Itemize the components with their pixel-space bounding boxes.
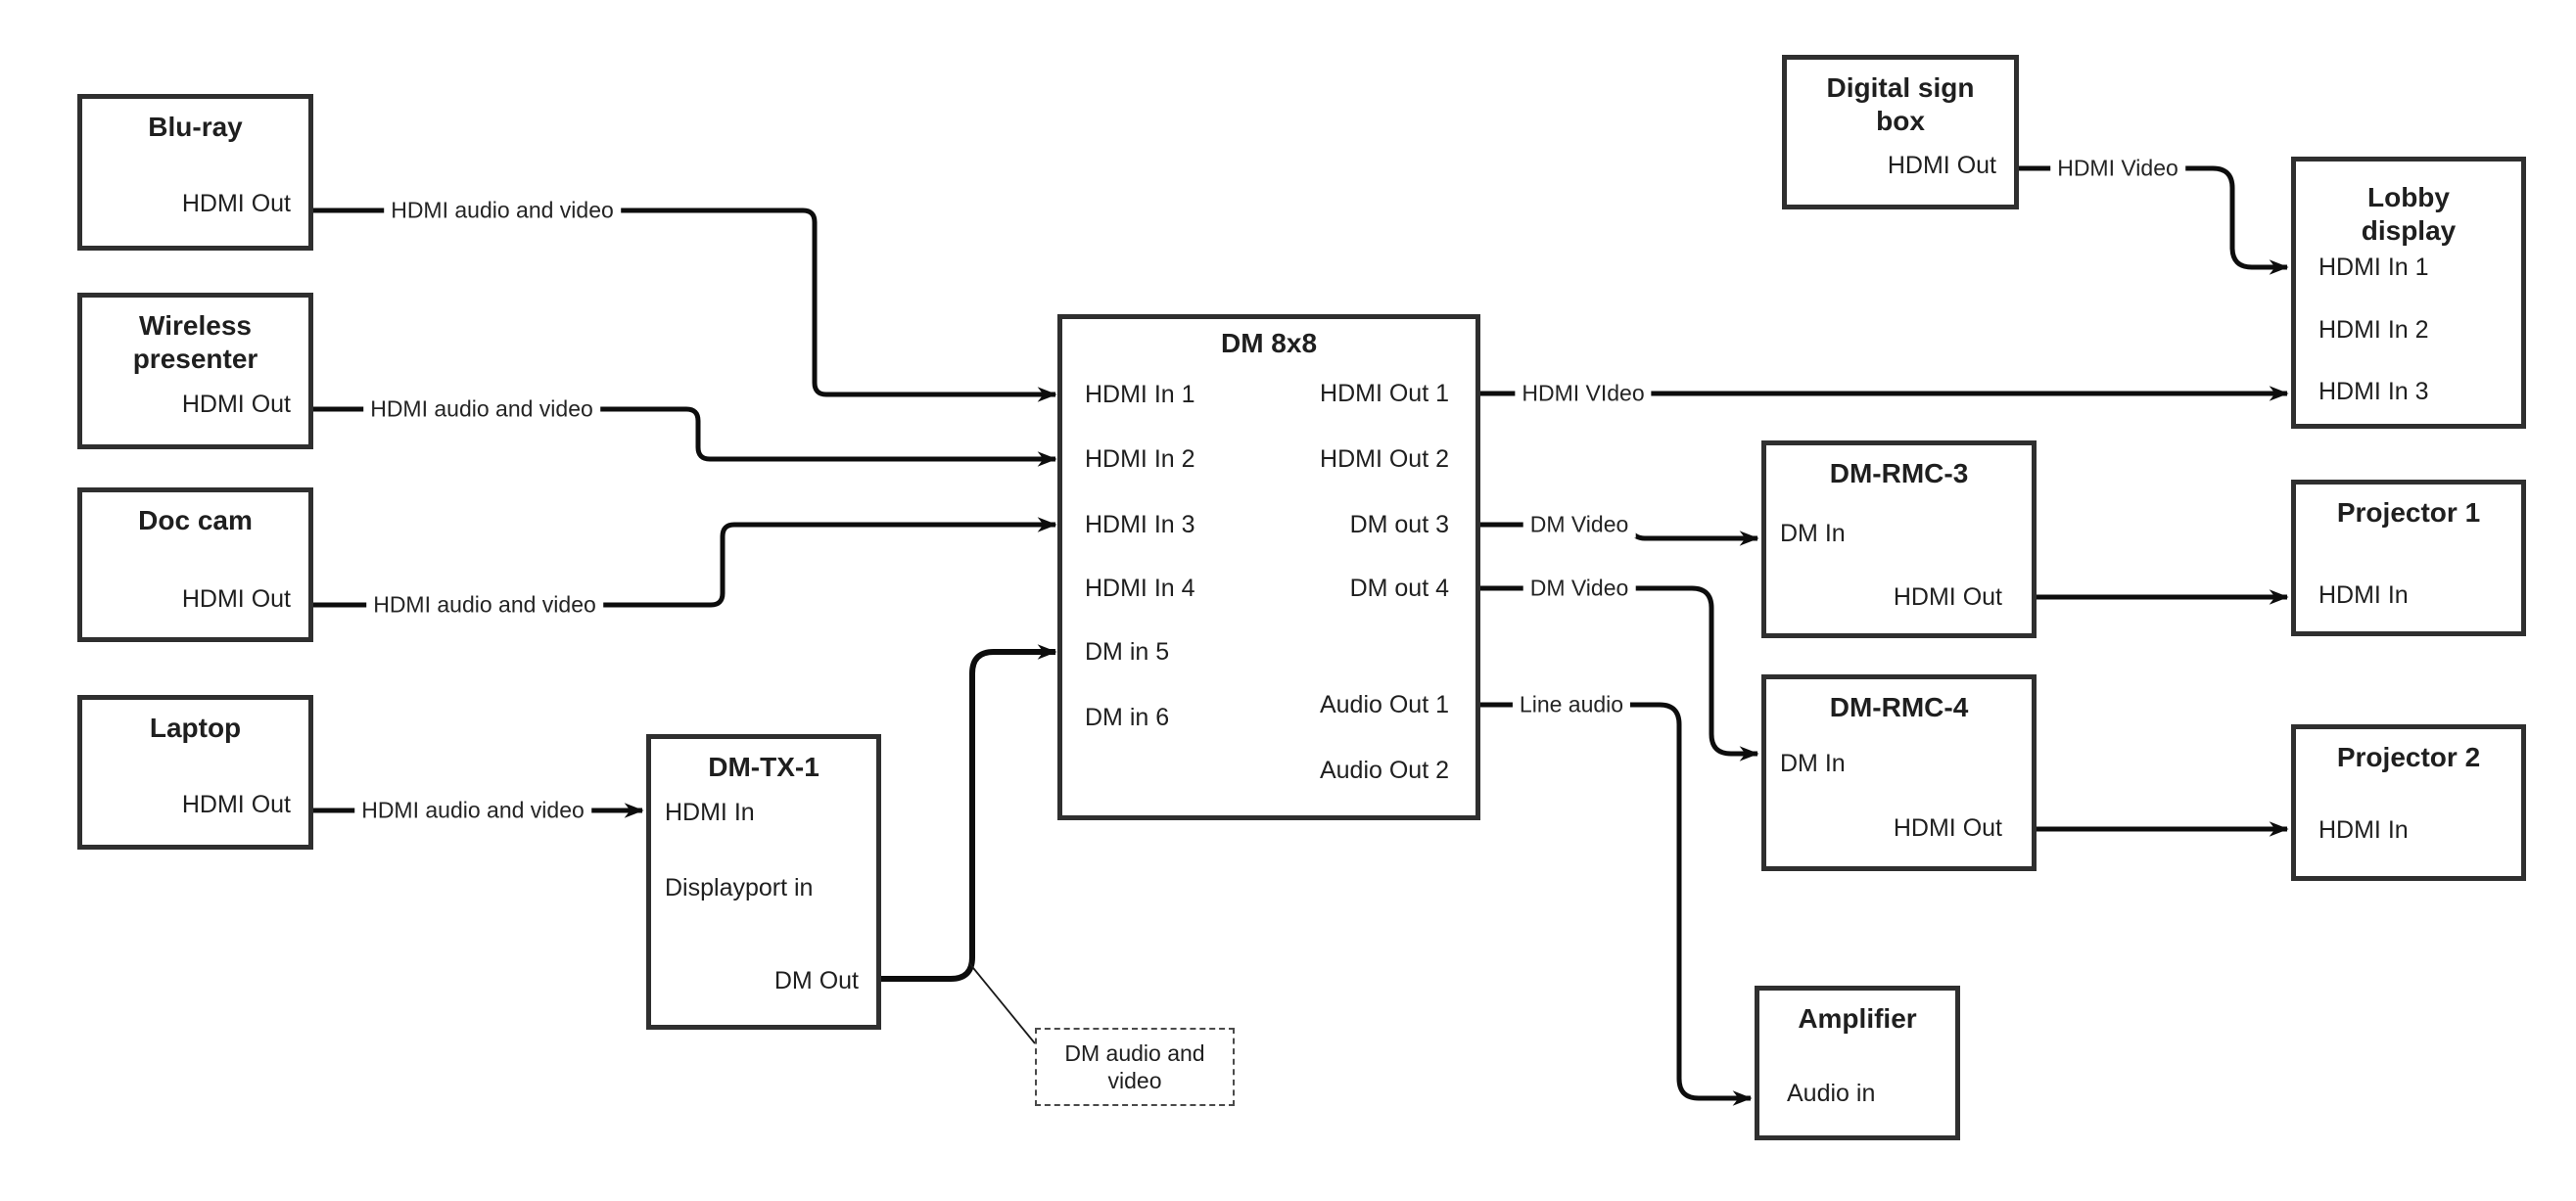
node-projector1-title: Projector 1 <box>2336 497 2481 528</box>
port-dm8x8-hdmi-in-3: HDMI In 3 <box>1085 511 1195 538</box>
port-lobby-hdmi-in-1: HDMI In 1 <box>2318 254 2429 281</box>
port-digital-sign-hdmi-out: HDMI Out <box>1887 152 1996 179</box>
port-dm8x8-hdmi-out-1: HDMI Out 1 <box>1320 380 1449 407</box>
edge-label-bluray: HDMI audio and video <box>384 197 621 224</box>
edge-label-laptop: HDMI audio and video <box>354 797 591 824</box>
edge-dm8x8-to-amplifier <box>1480 702 1753 1106</box>
edge-dmtx1-to-dm8x8 <box>881 644 1057 982</box>
node-projector2-title: Projector 2 <box>2336 742 2481 772</box>
port-lobby-hdmi-in-2: HDMI In 2 <box>2318 316 2429 344</box>
port-dmtx1-dm-out: DM Out <box>773 967 859 994</box>
port-doccam-hdmi-out: HDMI Out <box>181 585 291 613</box>
port-dmrmc3-dm-in: DM In <box>1780 520 1846 547</box>
node-amplifier-title: Amplifier <box>1798 1003 1917 1034</box>
port-projector2-hdmi-in: HDMI In <box>2318 816 2409 844</box>
port-dm8x8-audio-out-2: Audio Out 2 <box>1319 757 1449 784</box>
edge-wireless-to-dm8x8 <box>312 406 1057 467</box>
port-dm8x8-dm-in-6: DM in 6 <box>1085 704 1170 731</box>
node-amplifier[interactable]: Amplifier Audio in <box>1755 986 1960 1140</box>
edge-bluray-to-dm8x8 <box>312 208 1057 402</box>
node-wireless-presenter[interactable]: Wireless presenter HDMI Out <box>77 293 313 449</box>
edge-label-hdmi-video-sign: HDMI Video <box>2050 155 2185 182</box>
node-dmrmc4-title: DM-RMC-4 <box>1829 692 1969 722</box>
port-dm8x8-hdmi-out-2: HDMI Out 2 <box>1320 445 1449 473</box>
port-dmtx1-hdmi-in: HDMI In <box>665 799 755 826</box>
edge-label-dm-video-out4: DM Video <box>1522 575 1636 602</box>
edge-sign-to-lobby <box>2019 165 2289 275</box>
node-doccam-title: Doc cam <box>138 505 253 535</box>
node-dm-rmc-3[interactable]: DM-RMC-3 DM In HDMI Out <box>1761 440 2037 638</box>
port-dm8x8-audio-out-1: Audio Out 1 <box>1319 691 1449 718</box>
node-laptop-title: Laptop <box>149 713 242 743</box>
port-dmrmc4-hdmi-out: HDMI Out <box>1893 814 2002 842</box>
port-dmrmc3-hdmi-out: HDMI Out <box>1893 583 2002 611</box>
node-digital-sign-title: Digital sign box <box>1826 72 1975 136</box>
node-dmtx1-title: DM-TX-1 <box>708 752 820 782</box>
port-dm8x8-dm-in-5: DM in 5 <box>1085 638 1170 666</box>
node-digital-sign-box[interactable]: Digital sign box HDMI Out <box>1782 55 2019 209</box>
port-dm8x8-hdmi-in-2: HDMI In 2 <box>1085 445 1195 473</box>
node-dm-rmc-4[interactable]: DM-RMC-4 DM In HDMI Out <box>1761 674 2037 871</box>
edge-label-line-audio: Line audio <box>1512 691 1631 718</box>
node-bluray[interactable]: Blu-ray HDMI Out <box>77 94 313 251</box>
port-dmrmc4-dm-in: DM In <box>1780 750 1846 777</box>
node-dmrmc3-title: DM-RMC-3 <box>1829 458 1969 488</box>
edge-doccam-to-dm8x8 <box>312 517 1057 608</box>
port-amplifier-audio-in: Audio in <box>1787 1080 1876 1107</box>
port-wireless-hdmi-out: HDMI Out <box>181 391 291 418</box>
node-laptop[interactable]: Laptop HDMI Out <box>77 695 313 850</box>
note-dm-audio-and-video: DM audio and video <box>1035 1028 1235 1106</box>
edge-label-doccam: HDMI audio and video <box>366 591 603 619</box>
edge-dm8x8-to-dmrmc4 <box>1480 585 1759 762</box>
port-dm8x8-hdmi-in-4: HDMI In 4 <box>1085 575 1195 602</box>
node-projector-2[interactable]: Projector 2 HDMI In <box>2291 724 2526 881</box>
edge-label-hdmi-video-out1: HDMI VIdeo <box>1515 380 1652 407</box>
node-doc-cam[interactable]: Doc cam HDMI Out <box>77 487 313 642</box>
edge-label-dm-video-out3: DM Video <box>1522 511 1636 538</box>
note-callout-line <box>968 962 1036 1044</box>
node-projector-1[interactable]: Projector 1 HDMI In <box>2291 480 2526 636</box>
port-dmtx1-displayport-in: Displayport in <box>665 874 814 901</box>
port-lobby-hdmi-in-3: HDMI In 3 <box>2318 378 2429 405</box>
node-dm-8x8[interactable]: DM 8x8 HDMI In 1 HDMI In 2 HDMI In 3 HDM… <box>1057 314 1480 820</box>
port-laptop-hdmi-out: HDMI Out <box>181 791 291 818</box>
node-lobby-display[interactable]: Lobby display HDMI In 1 HDMI In 2 HDMI I… <box>2291 157 2526 429</box>
port-bluray-hdmi-out: HDMI Out <box>181 190 291 217</box>
node-bluray-title: Blu-ray <box>148 112 243 142</box>
port-dm8x8-dm-out-3: DM out 3 <box>1349 511 1449 538</box>
port-dm8x8-hdmi-in-1: HDMI In 1 <box>1085 381 1195 408</box>
note-text: DM audio and video <box>1064 1040 1205 1093</box>
edge-label-wireless: HDMI audio and video <box>363 395 600 423</box>
node-dm8x8-title: DM 8x8 <box>1220 328 1318 358</box>
node-lobby-title: Lobby display <box>2361 182 2457 246</box>
port-projector1-hdmi-in: HDMI In <box>2318 581 2409 609</box>
node-wireless-title: Wireless presenter <box>132 310 258 374</box>
port-dm8x8-dm-out-4: DM out 4 <box>1349 575 1449 602</box>
node-dm-tx-1[interactable]: DM-TX-1 HDMI In Displayport in DM Out <box>646 734 881 1030</box>
